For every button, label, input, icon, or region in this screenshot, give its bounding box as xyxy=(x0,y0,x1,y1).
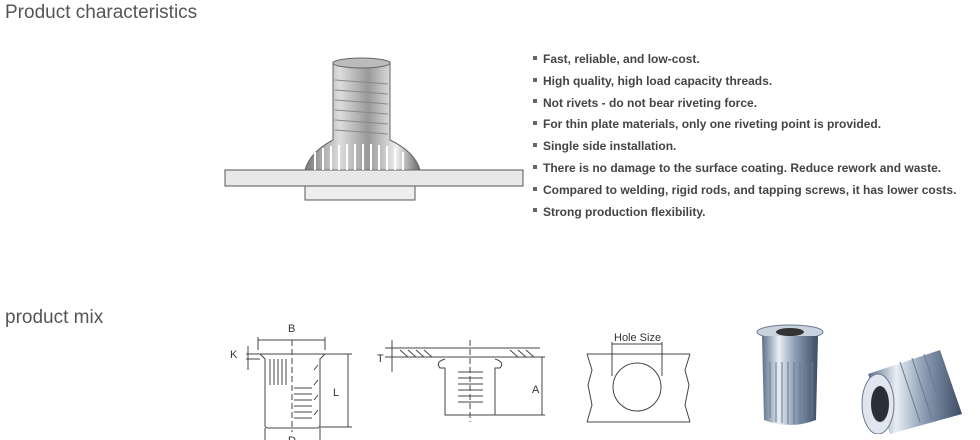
label-k: K xyxy=(230,349,238,361)
list-item: Single side installation. xyxy=(533,137,956,159)
dimension-drawing: B K L D T A Hole Size xyxy=(230,323,691,440)
list-item: Compared to welding, rigid rods, and tap… xyxy=(533,181,956,203)
list-item: For thin plate materials, only one rivet… xyxy=(533,115,956,137)
list-item: Fast, reliable, and low-cost. xyxy=(533,50,956,72)
characteristics-list: Fast, reliable, and low-cost. High quali… xyxy=(533,50,956,224)
section-title-product-mix: product mix xyxy=(5,307,104,328)
list-item: There is no damage to the surface coatin… xyxy=(533,159,956,181)
label-d: D xyxy=(288,435,296,440)
rivet-nut-photos xyxy=(756,324,962,434)
label-b: B xyxy=(288,323,295,335)
label-l: L xyxy=(333,387,339,399)
rivet-nut-installed-image xyxy=(224,57,524,201)
label-hole-size: Hole Size xyxy=(614,332,661,344)
section-title-characteristics: Product characteristics xyxy=(5,2,198,23)
label-t: T xyxy=(377,353,384,365)
list-item: High quality, high load capacity threads… xyxy=(533,72,956,94)
list-item: Strong production flexibility. xyxy=(533,203,956,225)
label-a: A xyxy=(532,384,540,396)
list-item: Not rivets - do not bear riveting force. xyxy=(533,94,956,116)
